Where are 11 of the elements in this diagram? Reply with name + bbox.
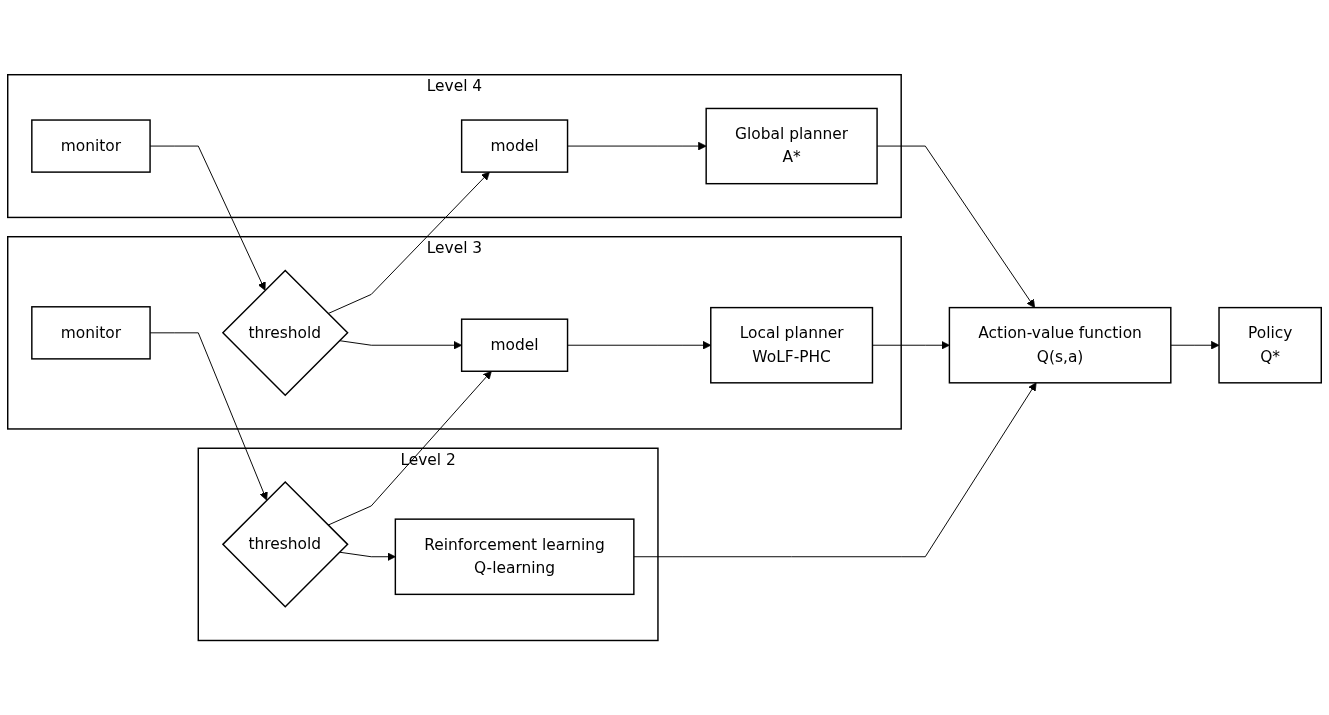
node-box: Global planner A* — [705, 107, 878, 185]
node-box: monitor — [31, 119, 151, 173]
node-diamond: threshold — [221, 480, 349, 608]
node-diamond: threshold — [221, 269, 349, 397]
node-box: Reinforcement learning Q-learning — [394, 518, 635, 595]
node-box: Policy Q* — [1218, 306, 1322, 384]
node-box: Action-value function Q(s,a) — [948, 306, 1172, 384]
node-box: model — [460, 119, 569, 173]
node-box: model — [460, 318, 569, 372]
node-box: Local planner WoLF-PHC — [710, 306, 874, 384]
node-box: monitor — [31, 305, 151, 360]
